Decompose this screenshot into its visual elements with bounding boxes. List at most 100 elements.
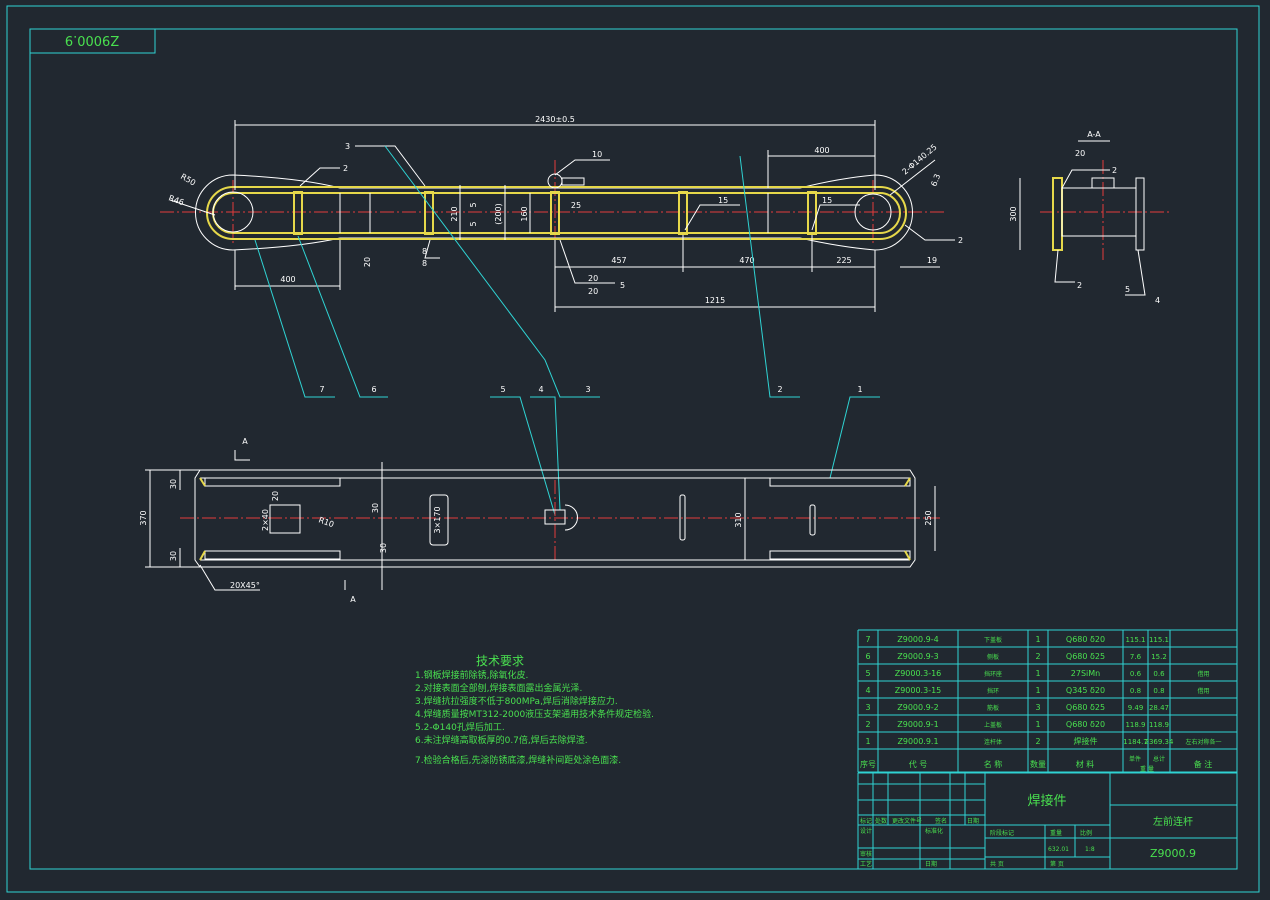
- bom-cell-w2: 15.2: [1151, 653, 1167, 661]
- bom-cell-code: Z9000.9-4: [897, 635, 938, 644]
- tb-part-name: 左前连杆: [1153, 815, 1193, 828]
- rib-1: [293, 191, 303, 235]
- bom-cell-mat: 焊接件: [1074, 736, 1098, 746]
- dim-457: 457: [611, 256, 626, 265]
- tb-material: 焊接件: [1027, 793, 1066, 809]
- tb-count: 处数: [875, 817, 887, 825]
- dim-30d: 30: [379, 543, 388, 553]
- weld-w15a: 15: [718, 196, 728, 205]
- weld-symbols: 2 3 10 15 15 20 20 5 8 8 2: [299, 142, 963, 296]
- tb-standardize: 标准化: [925, 827, 943, 835]
- bom-cell-mat: 27SiMn: [1071, 669, 1100, 678]
- lug-bar: [561, 177, 585, 186]
- balloon-4: 4: [538, 385, 543, 394]
- rib-4: [678, 191, 688, 235]
- plate-outer: [206, 186, 907, 240]
- dim-370: 370: [139, 510, 148, 525]
- hole-leader: [889, 159, 936, 196]
- leader-7: [254, 239, 335, 398]
- dim-63: 6.3: [929, 173, 942, 188]
- tb-sheet: 第 页: [1050, 860, 1064, 868]
- balloon-1: 1: [857, 385, 862, 394]
- dim-30c: 30: [371, 503, 380, 513]
- tb-date: 日期: [967, 817, 979, 825]
- weld-w2b: 2: [958, 236, 963, 245]
- note-1: 1.钢板焊接前除锈,除氧化皮.: [415, 669, 528, 681]
- bom-cell-mat: Q345 δ20: [1066, 686, 1105, 695]
- weld-w5: 5: [620, 281, 625, 290]
- plan-welds: [199, 477, 911, 561]
- rib-3: [550, 191, 560, 235]
- tb-approve: 日期: [925, 860, 937, 868]
- plate-inner: [212, 192, 901, 234]
- note-6: 6.未注焊缝高取板厚的0.7倍,焊后去除焊渣.: [415, 734, 588, 746]
- bom-cell-qty: 2: [1035, 652, 1040, 661]
- plan-lug-arc: [564, 504, 578, 531]
- r46-leader: [169, 199, 216, 216]
- bom-cell-w1: 118.9: [1125, 721, 1145, 729]
- note-7: 7.检验合格后,先涂防锈底漆,焊缝补间距处涂色面漆.: [415, 754, 621, 766]
- bom-cell-mat: Q680 δ20: [1066, 720, 1105, 729]
- section-label: A-A: [1087, 130, 1101, 139]
- bom-cell-qty: 3: [1035, 703, 1040, 712]
- tb-design: 设计: [860, 827, 872, 835]
- bom-cell-w2: 118.9: [1149, 721, 1169, 729]
- bom-cell-no: 7: [865, 635, 870, 644]
- tb-stage: 阶段标记: [990, 829, 1014, 837]
- bom-cell-name: 连杆体: [984, 738, 1002, 746]
- leader-5: [490, 396, 556, 516]
- weld-w3: 3: [345, 142, 350, 151]
- weld-w20b: 20: [588, 287, 598, 296]
- tb-audit: 审核: [860, 850, 872, 858]
- tb-scale-val: 1:8: [1085, 846, 1095, 853]
- balloon-6: 6: [371, 385, 376, 394]
- bom-cell-code: Z9000.9.1: [897, 737, 938, 746]
- code-box: [29, 28, 156, 54]
- weld-w4: 4: [1155, 296, 1160, 305]
- dim-400-right: 400: [814, 146, 829, 155]
- note-3: 3.焊缝抗拉强度不低于800MPa,焊后消除焊接应力.: [415, 695, 618, 707]
- weld-leader: [559, 239, 615, 284]
- plan-slot-5: [809, 504, 816, 536]
- bom-cell-code: Z9000.9-1: [897, 720, 938, 729]
- bom-cell-w1: 115.1: [1125, 636, 1145, 644]
- leader-6: [297, 235, 388, 398]
- note-2: 2.对接表面全部刨,焊接表面露出金属光泽.: [415, 682, 582, 694]
- bom-cell-name: 筋板: [987, 704, 999, 712]
- dim-25: 25: [571, 201, 581, 210]
- plan-side-plate: [204, 550, 341, 560]
- bom-header-note: 备 注: [1194, 759, 1213, 769]
- weld-w20a: 20: [588, 274, 598, 283]
- bom-header-qty: 数量: [1030, 759, 1046, 769]
- dim-20b: 20: [271, 491, 280, 501]
- tb-weight: 重量: [1050, 829, 1062, 837]
- leader-1: [829, 396, 880, 479]
- dim-5b: 5: [469, 221, 478, 226]
- plan-outline: [194, 469, 916, 568]
- bom-cell-qty: 1: [1035, 720, 1040, 729]
- pin-hole-left: [212, 191, 254, 233]
- plan-side-plate: [769, 477, 911, 487]
- dim-chamfer: 20X45°: [230, 581, 260, 590]
- bom-cell-qty: 2: [1035, 737, 1040, 746]
- weld-leader: [299, 167, 340, 187]
- tb-process: 工艺: [860, 860, 872, 868]
- bom-cell-w1: 0.6: [1130, 670, 1142, 678]
- title-frame: [857, 772, 1238, 870]
- tb-mark: 标记: [860, 817, 872, 825]
- weld-w8b: 8: [422, 259, 427, 268]
- dim-300: 300: [1009, 206, 1018, 221]
- bom-cell-code: Z9000.3-16: [895, 669, 942, 678]
- weld-leader: [811, 204, 860, 231]
- title-block: 焊接件 左前连杆 Z9000.9 标记 处数 更改文件号 签名 日期 设计 标准…: [857, 772, 1238, 870]
- section-lug: [1091, 177, 1115, 189]
- weld-leader: [904, 224, 955, 241]
- dim-210: 210: [450, 206, 459, 221]
- bom-cell-w1: 1184.7: [1123, 738, 1148, 746]
- bom-cell-name: 上盖板: [984, 721, 1002, 729]
- plan-side-plate: [769, 550, 911, 560]
- outer-frame: [6, 5, 1260, 893]
- weld-w5b: 5: [1125, 285, 1130, 294]
- leader-4: [530, 396, 561, 511]
